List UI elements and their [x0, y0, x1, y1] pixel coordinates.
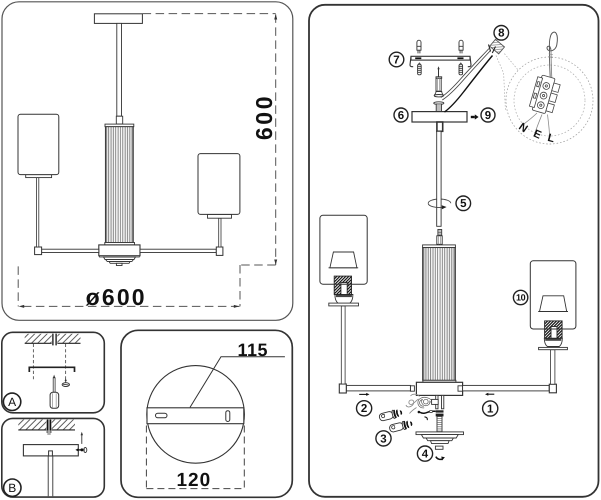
- svg-text:E: E: [531, 128, 543, 142]
- svg-text:6: 6: [398, 110, 404, 122]
- svg-text:A: A: [8, 395, 16, 409]
- svg-text:115: 115: [238, 340, 269, 360]
- svg-text:2: 2: [361, 403, 367, 415]
- svg-text:10: 10: [516, 293, 526, 303]
- svg-text:4: 4: [422, 449, 429, 461]
- svg-text:ø600: ø600: [86, 284, 147, 310]
- svg-text:N: N: [516, 121, 529, 135]
- svg-text:120: 120: [176, 470, 211, 491]
- svg-text:7: 7: [393, 54, 399, 66]
- svg-text:5: 5: [460, 198, 467, 210]
- svg-text:B: B: [8, 481, 16, 495]
- svg-text:9: 9: [485, 110, 491, 122]
- svg-text:600: 600: [251, 94, 277, 140]
- svg-text:1: 1: [487, 403, 494, 415]
- svg-text:8: 8: [498, 28, 505, 40]
- svg-text:L: L: [546, 132, 556, 145]
- svg-text:3: 3: [380, 433, 386, 445]
